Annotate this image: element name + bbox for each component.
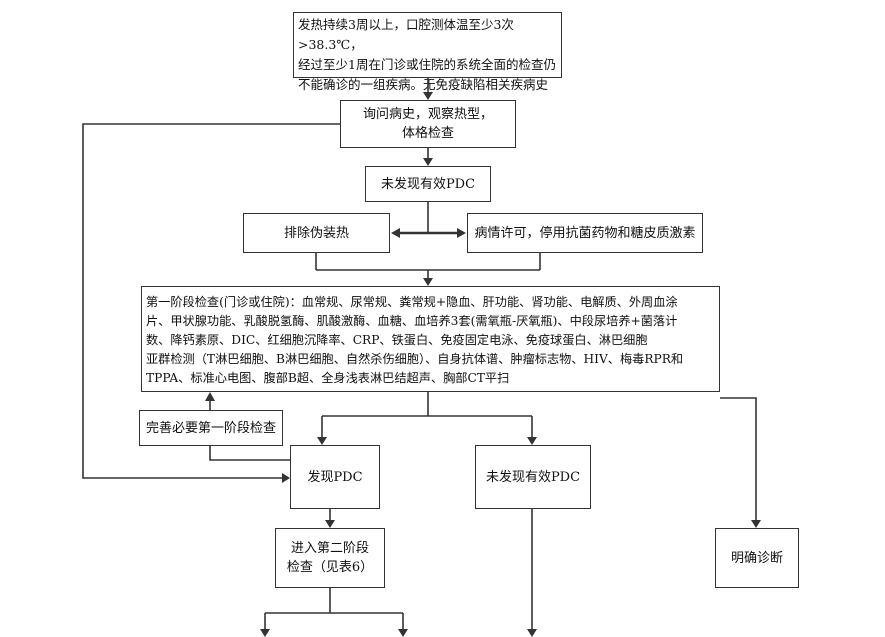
edge-history-found-loop bbox=[82, 123, 340, 479]
arrowhead bbox=[423, 278, 433, 286]
arrowhead-right bbox=[457, 228, 466, 238]
edge-found-complete bbox=[209, 446, 290, 461]
stage2-box: 进入第二阶段 检查（见表6） bbox=[275, 528, 385, 588]
complete-stage1-box: 完善必要第一阶段检查 bbox=[139, 410, 283, 446]
stage1-exam-box: 第一阶段检查(门诊或住院)：血常规、尿常规、粪常规+隐血、肝功能、肾功能、电解质… bbox=[141, 286, 720, 392]
arrowhead bbox=[423, 158, 433, 166]
definition-box: 发热持续3周以上，口腔测体温至少3次>38.3℃， 经过至少1周在门诊或住院的系… bbox=[293, 12, 562, 92]
edge-stage1-diagnosis bbox=[720, 397, 757, 521]
arrowhead bbox=[282, 473, 290, 483]
exclude-fake-fever-box: 排除伪装热 bbox=[243, 213, 390, 253]
arrowhead bbox=[260, 629, 270, 637]
arrowhead bbox=[317, 437, 327, 445]
arrowhead bbox=[527, 629, 537, 637]
stop-drugs-box: 病情许可，停用抗菌药物和糖皮质激素 bbox=[467, 213, 703, 253]
arrowhead bbox=[423, 92, 433, 100]
found-pdc-box: 发现PDC bbox=[290, 445, 380, 509]
arrowhead-left bbox=[391, 228, 400, 238]
diagnosis-box: 明确诊断 bbox=[715, 528, 799, 588]
arrowhead bbox=[205, 392, 215, 401]
arrowhead bbox=[398, 629, 408, 637]
history-exam-box: 询问病史，观察热型， 体格检查 bbox=[340, 100, 516, 148]
arrowhead bbox=[751, 520, 761, 528]
arrowhead bbox=[527, 437, 537, 445]
no-pdc-box-2: 未发现有效PDC bbox=[475, 445, 591, 509]
no-pdc-box-1: 未发现有效PDC bbox=[365, 166, 491, 202]
arrowhead bbox=[325, 520, 335, 528]
